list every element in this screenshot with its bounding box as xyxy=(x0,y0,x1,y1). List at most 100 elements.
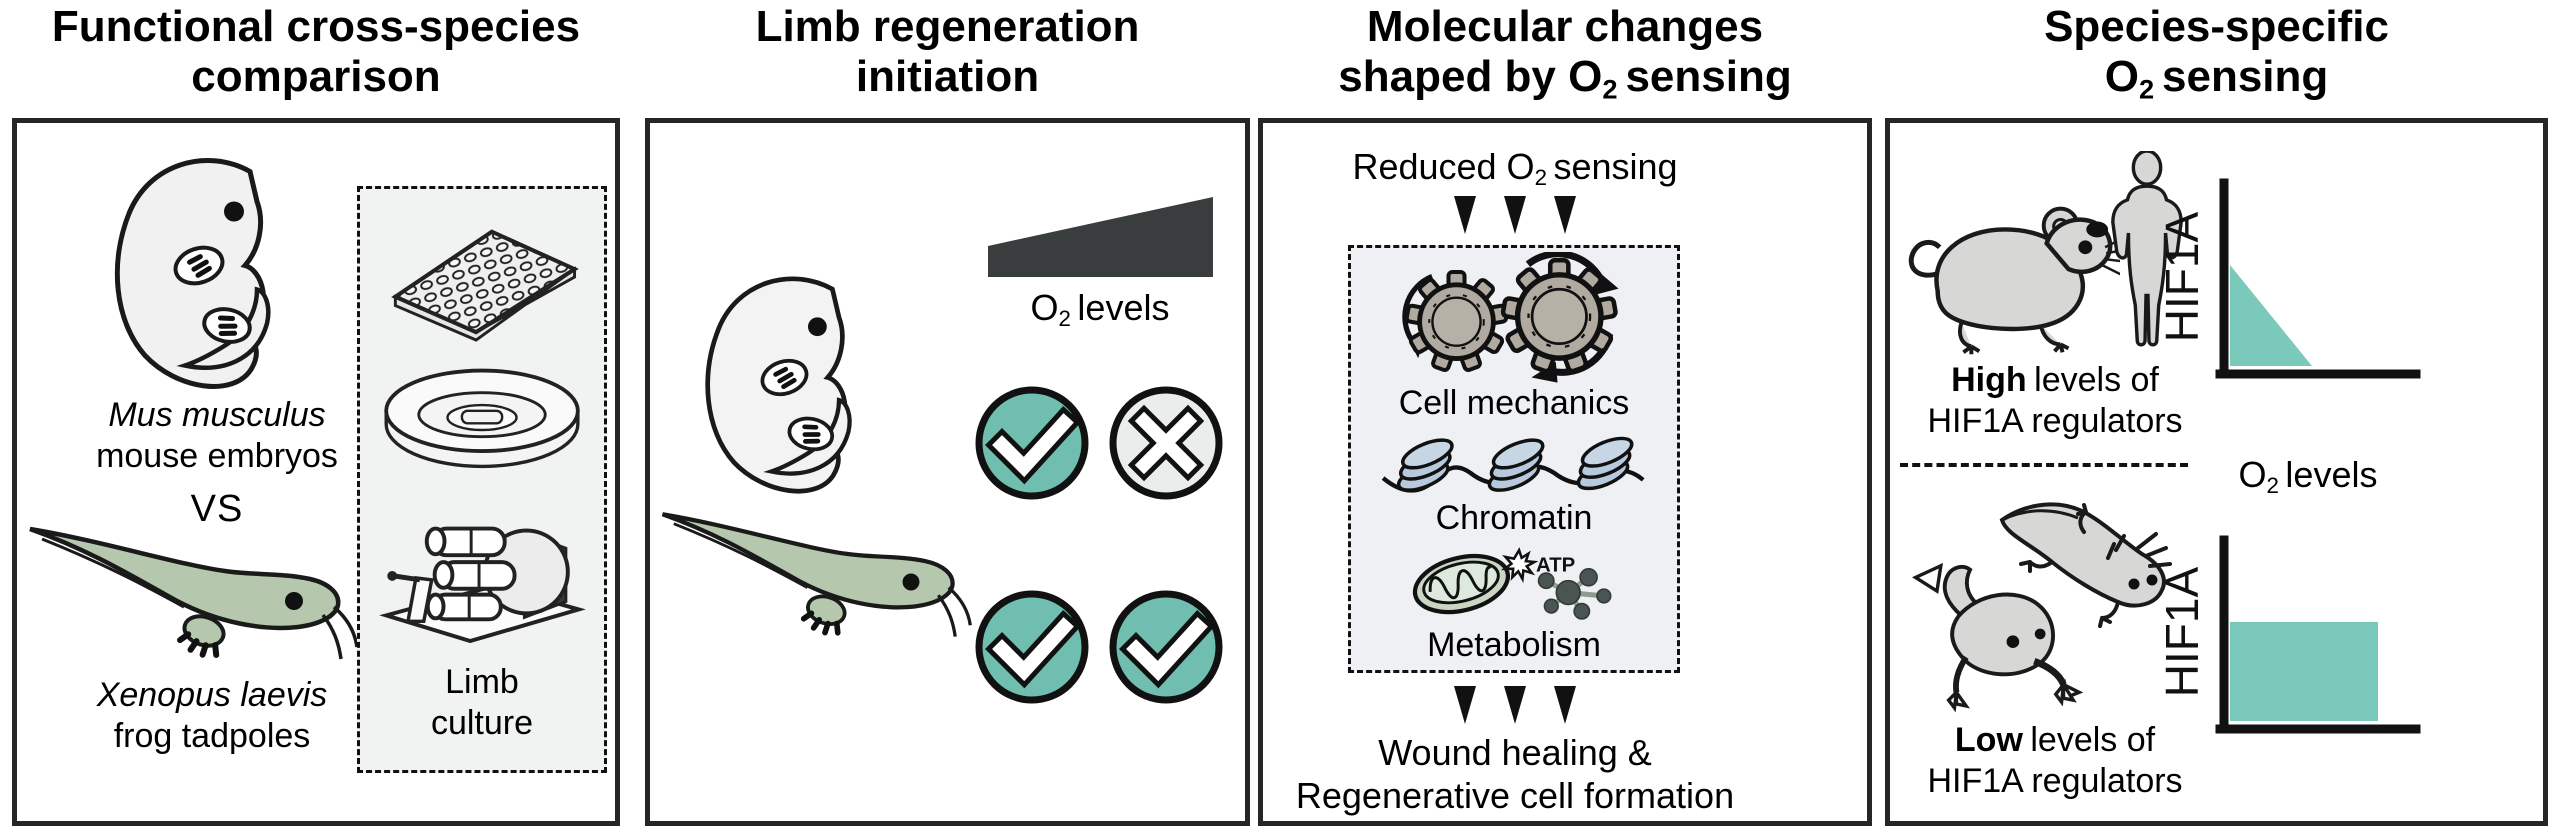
mouse-embryo-icon xyxy=(705,276,852,494)
molecular-box: Cell mechanics Ch xyxy=(1348,245,1680,673)
reduced-o2-post: sensing xyxy=(1553,146,1678,187)
check-circle-icon xyxy=(975,590,1089,704)
species-a-name: Mus musculus xyxy=(108,396,326,434)
o2-axis-rest: levels xyxy=(2285,454,2378,495)
low-line2: HIF1A regulators xyxy=(1927,762,2183,801)
nucleosome-stack xyxy=(1576,436,1634,491)
panel4-title-rest: sensing xyxy=(2162,52,2329,102)
species-b-label: Xenopus laevis frog tadpoles xyxy=(17,675,407,758)
atp-label: ATP xyxy=(1536,554,1575,576)
species-b-name: Xenopus laevis xyxy=(96,676,328,714)
hif1a-constant-area xyxy=(2230,622,2378,721)
atp-burst-icon xyxy=(1500,546,1539,583)
down-arrow-icon xyxy=(1504,686,1526,724)
panel2-title-line2: initiation xyxy=(855,52,1040,102)
nucleosome-stack xyxy=(1396,438,1454,493)
down-arrow-icon xyxy=(1554,196,1576,234)
hif1a-graph-low-icon: HIF1A xyxy=(2156,535,2421,734)
limb-culture-label: Limb culture xyxy=(431,662,533,745)
species-a-desc: mouse embryos xyxy=(96,437,338,476)
frog-icon xyxy=(1911,562,2083,713)
high-rest: levels of xyxy=(2034,361,2159,399)
panel1-title-line1: Functional cross-species xyxy=(51,2,581,51)
hif1a-graph-high-icon: HIF1A xyxy=(2156,178,2421,379)
mitochondrion-icon xyxy=(1412,553,1511,614)
o2-levels-o: O xyxy=(1030,287,1059,328)
o2-levels-sub: 2 xyxy=(1058,306,1071,332)
down-arrow-icon xyxy=(1554,686,1576,724)
down-arrow-icon xyxy=(1504,196,1526,234)
down-arrow-icon xyxy=(1454,196,1476,234)
metabolism-icons: ATP xyxy=(1412,546,1612,620)
reduced-o2-pre: Reduced O xyxy=(1352,146,1535,187)
divider-dashed-line xyxy=(1900,463,2188,467)
adult-mouse-icon xyxy=(1908,206,2120,355)
molecule-icon xyxy=(1537,567,1612,620)
vs-label: VS xyxy=(190,488,244,530)
o2-gradient-wedge-icon xyxy=(988,197,1213,277)
panel4-title-o: O xyxy=(2104,52,2139,102)
check-circle-icon xyxy=(975,386,1089,500)
panel1-title-line2: comparison xyxy=(191,52,441,102)
panel-cross-species: Mus musculus mouse embryos VS Xenopus la… xyxy=(12,118,620,826)
gears-icon xyxy=(1402,252,1619,383)
hif1a-decline-area xyxy=(2230,265,2312,366)
panel2-title-line1: Limb regeneration xyxy=(755,2,1140,51)
panel2-title: Limb regeneration initiation xyxy=(645,2,1250,102)
species-b-desc: frog tadpoles xyxy=(113,717,311,756)
panel4-title-sub: 2 xyxy=(2138,73,2155,105)
limb-culture-line2: culture xyxy=(430,704,534,743)
limb-culture-line1: Limb xyxy=(445,663,519,701)
hif1a-axis-label: HIF1A xyxy=(2156,212,2208,343)
down-arrow-icon xyxy=(1454,686,1476,724)
panel3-title-line1: Molecular changes xyxy=(1366,2,1764,51)
nucleosome-stack xyxy=(1487,438,1545,493)
cell-mechanics-label: Cell mechanics xyxy=(1398,383,1630,422)
low-word: Low xyxy=(1954,721,2023,759)
outcome-line1: Wound healing & xyxy=(1378,732,1652,773)
culture-dish-icon xyxy=(383,368,580,469)
panel3-title-o: shaped by O xyxy=(1338,52,1603,102)
down-arrows-top xyxy=(1453,195,1577,235)
panel1-title: Functional cross-species comparison xyxy=(12,2,620,102)
o2-axis-o: O xyxy=(2238,454,2267,495)
high-line2: HIF1A regulators xyxy=(1927,402,2183,441)
roller-culture-icon xyxy=(378,526,586,643)
check-circle-icon xyxy=(1109,590,1223,704)
low-rest: levels of xyxy=(2030,721,2156,759)
species-a-label: Mus musculus mouse embryos xyxy=(27,395,407,478)
reduced-o2-sub: 2 xyxy=(1534,165,1547,191)
o2-levels-rest: levels xyxy=(1077,287,1170,328)
well-plate-icon xyxy=(391,229,579,342)
metabolism-label: Metabolism xyxy=(1427,625,1601,664)
panel3-title-sub: 2 xyxy=(1602,73,1618,105)
limb-culture-box: Limb culture xyxy=(357,186,607,773)
chromatin-label: Chromatin xyxy=(1435,499,1593,538)
o2-axis-sub: 2 xyxy=(2266,473,2279,499)
axolotl-icon xyxy=(1999,502,2172,628)
tadpole-icon xyxy=(661,512,972,637)
hif1a-axis-label: HIF1A xyxy=(2156,567,2208,698)
down-arrows-bottom xyxy=(1453,685,1577,725)
mouse-embryo-icon xyxy=(114,158,271,389)
panel4-title-line1: Species-specific xyxy=(2044,2,2389,51)
cross-circle-icon xyxy=(1109,386,1223,500)
panel3-title-rest: sensing xyxy=(1625,52,1792,102)
human-icon xyxy=(2111,151,2183,347)
outcome-line2: Regenerative cell formation xyxy=(1295,775,1735,817)
high-word: High xyxy=(1951,361,2027,399)
